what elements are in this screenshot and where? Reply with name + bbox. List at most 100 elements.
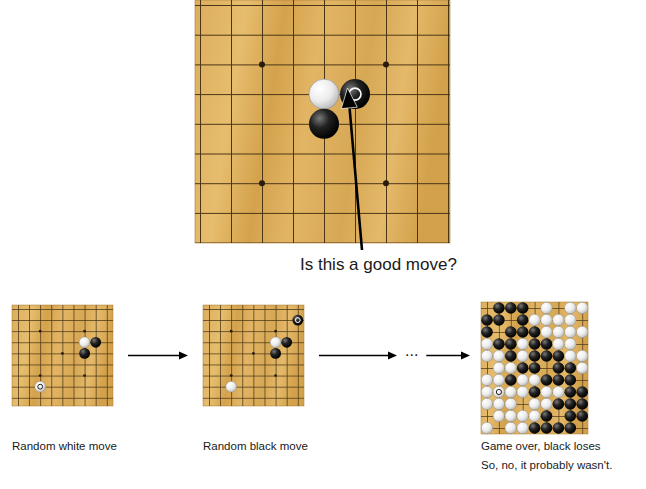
- black-stone: [529, 326, 541, 338]
- go-board: Random white move: [12, 305, 113, 406]
- board-caption: So, no, it probably wasn't.: [481, 459, 612, 472]
- white-stone: [565, 314, 577, 326]
- white-stone: [493, 398, 505, 410]
- white-stone: [541, 326, 553, 338]
- white-stone: [493, 350, 505, 362]
- black-stone: [481, 326, 493, 338]
- black-stone: [576, 386, 588, 398]
- black-stone: [529, 350, 541, 362]
- star-point: [259, 180, 265, 186]
- board-grid: [12, 305, 113, 406]
- star-point: [39, 330, 42, 333]
- black-stone: [541, 374, 553, 386]
- white-stone: [517, 350, 529, 362]
- black-stone: [270, 348, 281, 359]
- black-stone: [529, 422, 541, 434]
- black-stone: [505, 338, 517, 350]
- black-stone: [576, 398, 588, 410]
- white-stone: [541, 314, 553, 326]
- black-stone: [565, 398, 577, 410]
- black-stone: [565, 386, 577, 398]
- board-wood: [12, 305, 113, 406]
- board-caption: Random black move: [203, 440, 308, 453]
- arrow-head: [179, 352, 188, 360]
- white-stone: [553, 386, 565, 398]
- black-stone: [541, 410, 553, 422]
- star-point: [252, 352, 255, 355]
- move-marker: [38, 384, 43, 389]
- black-stone: [529, 338, 541, 350]
- white-stone: [529, 374, 541, 386]
- white-stone: [541, 302, 553, 314]
- board-wood: [481, 302, 588, 434]
- black-stone: [309, 109, 339, 139]
- white-stone: [541, 386, 553, 398]
- black-stone: [281, 337, 292, 348]
- arrow-line: [128, 355, 179, 356]
- star-point: [83, 330, 86, 333]
- black-stone: [565, 374, 577, 386]
- flow-arrow: [319, 352, 470, 360]
- move-marker: [295, 318, 300, 323]
- white-stone: [517, 410, 529, 422]
- black-stone: [481, 314, 493, 326]
- white-stone: [576, 362, 588, 374]
- board-caption: Random white move: [12, 440, 117, 453]
- pointer-arrow-head: [341, 88, 357, 109]
- black-stone: [529, 362, 541, 374]
- black-stone: [553, 362, 565, 374]
- final-position-stones: [481, 302, 588, 434]
- white-stone: [517, 338, 529, 350]
- white-stone: [576, 326, 588, 338]
- arrow-head: [461, 352, 470, 360]
- arrow-line: [319, 355, 388, 356]
- arrow-head: [388, 352, 397, 360]
- white-stone: [565, 338, 577, 350]
- star-point: [383, 180, 389, 186]
- black-stone: [541, 350, 553, 362]
- white-stone: [553, 338, 565, 350]
- white-stone: [541, 398, 553, 410]
- star-point: [39, 374, 42, 377]
- white-stone: [505, 422, 517, 434]
- board-wood: [195, 0, 450, 243]
- star-point: [230, 374, 233, 377]
- white-stone: [529, 314, 541, 326]
- black-stone: [340, 79, 370, 109]
- move-marker: [496, 389, 501, 394]
- white-stone: [505, 362, 517, 374]
- star-point: [83, 374, 86, 377]
- black-stone: [493, 338, 505, 350]
- black-stone: [292, 315, 303, 326]
- white-stone: [481, 422, 493, 434]
- board-caption: Game over, black loses: [481, 440, 601, 453]
- board-caption: Is this a good move?: [300, 255, 457, 275]
- star-point: [274, 374, 277, 377]
- white-stone: [565, 350, 577, 362]
- board-grid: [195, 0, 450, 243]
- black-stone: [553, 350, 565, 362]
- flow-arrow: [128, 352, 188, 360]
- star-point: [61, 352, 64, 355]
- black-stone: [565, 422, 577, 434]
- black-stone: [79, 348, 90, 359]
- go-board: Is this a good move?: [195, 0, 450, 243]
- white-stone: [517, 422, 529, 434]
- white-stone: [309, 79, 339, 109]
- white-stone: [493, 374, 505, 386]
- white-stone: [270, 337, 281, 348]
- white-stone: [226, 381, 237, 392]
- white-stone: [565, 326, 577, 338]
- board-wood: [203, 305, 304, 406]
- white-stone: [481, 398, 493, 410]
- white-stone: [517, 374, 529, 386]
- black-stone: [529, 386, 541, 398]
- black-stone: [517, 314, 529, 326]
- white-stone: [481, 338, 493, 350]
- black-stone: [493, 314, 505, 326]
- black-stone: [505, 302, 517, 314]
- star-point: [274, 330, 277, 333]
- white-stone: [481, 386, 493, 398]
